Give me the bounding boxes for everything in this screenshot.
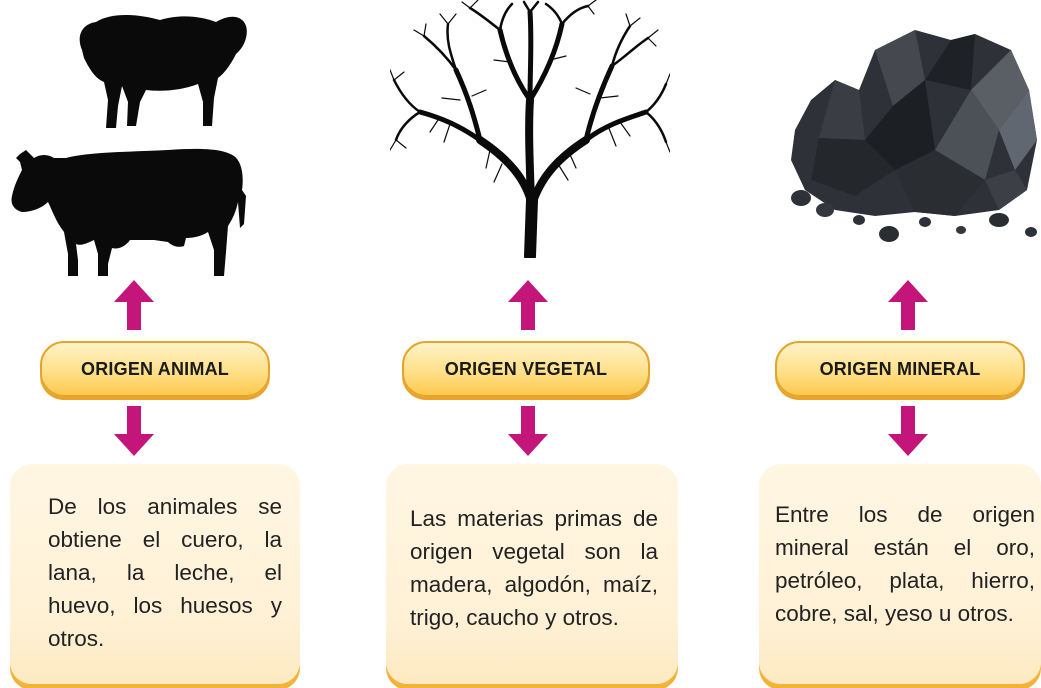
- origen-animal-label: ORIGEN ANIMAL: [40, 341, 270, 397]
- origen-animal-card: De los animales se obtiene el cuero, la …: [10, 464, 300, 684]
- column-origen-mineral: ORIGEN MINERAL Entre los de origen miner…: [745, 0, 1041, 688]
- origen-mineral-description: Entre los de origen mineral están el oro…: [775, 502, 1035, 626]
- origen-vegetal-label: ORIGEN VEGETAL: [402, 341, 650, 397]
- origen-vegetal-card: Las materias primas de origen vegetal so…: [386, 464, 678, 684]
- cow-icon: [11, 148, 247, 276]
- origen-vegetal-description: Las materias primas de origen vegetal so…: [410, 506, 658, 630]
- arrow-up-icon: [508, 280, 548, 330]
- origen-animal-description: De los animales se obtiene el cuero, la …: [48, 494, 282, 651]
- arrow-down-icon: [508, 406, 548, 456]
- sheep-icon: [79, 15, 247, 128]
- origen-mineral-label: ORIGEN MINERAL: [775, 341, 1025, 397]
- arrow-down-icon: [114, 406, 154, 456]
- arrow-up-icon: [114, 280, 154, 330]
- column-origen-animal: ORIGEN ANIMAL De los animales se obtiene…: [0, 0, 300, 688]
- arrow-up-icon: [888, 280, 928, 330]
- origen-mineral-card: Entre los de origen mineral están el oro…: [759, 464, 1041, 684]
- tree-icon: [390, 0, 670, 258]
- column-origen-vegetal: ORIGEN VEGETAL Las materias primas de or…: [370, 0, 690, 688]
- arrow-down-icon: [888, 406, 928, 456]
- mineral-rocks-icon: [791, 30, 1037, 242]
